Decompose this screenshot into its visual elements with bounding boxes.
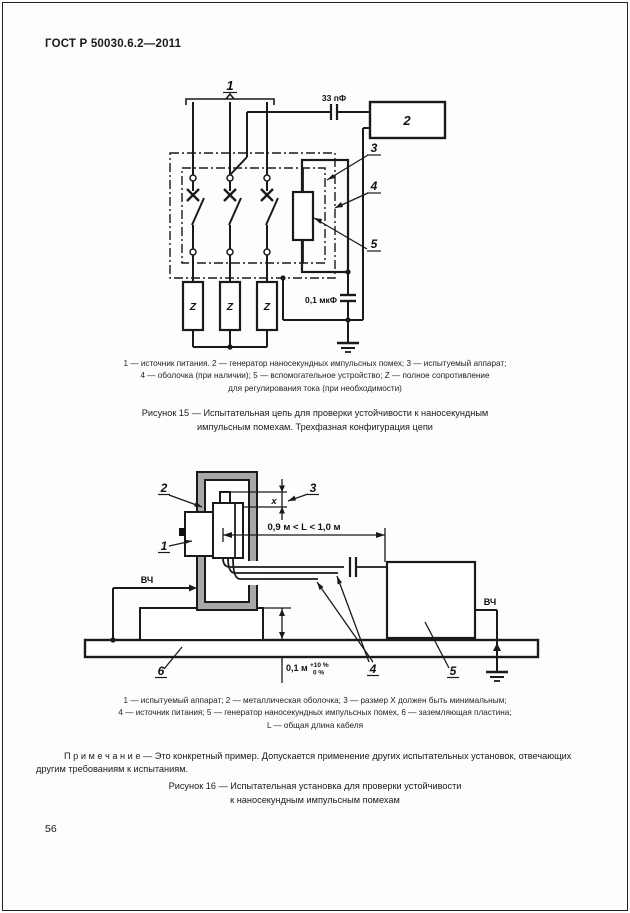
tolerance-zero: 0 % bbox=[313, 670, 324, 677]
fig15-label-1: 1 bbox=[226, 78, 233, 93]
leader-underlines bbox=[155, 493, 459, 679]
earth-symbol bbox=[486, 670, 508, 682]
dimension-height-arrows bbox=[279, 609, 285, 639]
phase-pole-middle bbox=[223, 102, 242, 282]
figure-16-diagram: x 0,9 м < L < 1,0 м ВЧ ВЧ bbox=[83, 471, 540, 683]
cable-bundle-4 bbox=[222, 557, 387, 580]
legend-line: 4 — источник питания; 5 — генератор нано… bbox=[118, 708, 512, 718]
figure15-caption: Рисунок 15 — Испытательная цепь для пров… bbox=[60, 407, 570, 434]
junction-dot bbox=[345, 269, 351, 275]
capacitor-01uf-value: 0,1 мкФ bbox=[305, 295, 337, 305]
tolerance-plus: +10 % bbox=[310, 662, 329, 669]
figure15-legend: 1 — источник питания. 2 — генератор нано… bbox=[60, 358, 570, 395]
legend-line: L — общая длина кабеля bbox=[266, 720, 364, 730]
dimension-x-arrows bbox=[279, 485, 285, 514]
legend-line: 1 — испытуемый аппарат; 2 — металлическа… bbox=[123, 696, 507, 705]
fig15-label-2: 2 bbox=[402, 113, 411, 128]
leader-arrowheads bbox=[184, 495, 342, 590]
supply-bracket bbox=[185, 91, 275, 105]
junction-dot bbox=[110, 637, 116, 643]
dimension-x-label: x bbox=[270, 496, 277, 507]
dimension-l-label: 0,9 м < L < 1,0 м bbox=[267, 522, 340, 533]
phase-pole-left bbox=[186, 102, 205, 282]
fig16-label-2: 2 bbox=[160, 481, 168, 495]
ground-branch bbox=[340, 272, 356, 343]
fig16-label-6: 6 bbox=[158, 664, 165, 678]
fig16-label-5: 5 bbox=[450, 664, 457, 678]
fig16-label-1: 1 bbox=[161, 539, 168, 553]
caption-line: импульсным помехам. Трехфазная конфигура… bbox=[197, 421, 433, 432]
fig15-label-4: 4 bbox=[370, 179, 378, 193]
hf-left-label: ВЧ bbox=[141, 575, 153, 585]
dimension-height-label: 0,1 м bbox=[286, 663, 308, 673]
caption-line: Рисунок 16 — Испытательная установка для… bbox=[168, 781, 462, 791]
page-number: 56 bbox=[45, 823, 57, 835]
z-label-2: Z bbox=[226, 301, 234, 313]
dimension-l-arrows bbox=[223, 532, 385, 538]
junction-dot bbox=[345, 317, 351, 323]
z-label-1: Z bbox=[189, 301, 197, 313]
fig16-label-3: 3 bbox=[310, 481, 317, 495]
figure-15-diagram: 1 Z Z Z bbox=[169, 78, 447, 353]
legend-line: 1 — источник питания. 2 — генератор нано… bbox=[123, 359, 507, 368]
generator-box-5 bbox=[385, 560, 477, 640]
pedestal bbox=[139, 607, 264, 641]
hf-left-wire bbox=[112, 587, 195, 640]
legend-line: для регулирования тока (при необходимост… bbox=[228, 383, 402, 393]
apparatus-box bbox=[212, 491, 244, 559]
note-paragraph: П р и м е ч а н и е — Это конкретный при… bbox=[36, 751, 572, 775]
hf-left-arrowhead bbox=[189, 584, 197, 592]
document-header: ГОСТ Р 50030.6.2—2011 bbox=[45, 38, 182, 50]
enclosure-outline-4 bbox=[169, 152, 336, 279]
junction-dot bbox=[280, 275, 286, 281]
hf-right-label: ВЧ bbox=[484, 597, 496, 607]
caption-line: Рисунок 15 — Испытательная цепь для пров… bbox=[141, 408, 489, 418]
fig15-label-5: 5 bbox=[371, 237, 378, 251]
fig15-label-3: 3 bbox=[371, 141, 378, 155]
legend-line: 4 — оболочка (при наличии); 5 — вспомога… bbox=[140, 371, 490, 381]
fig16-label-4: 4 bbox=[369, 662, 377, 676]
figure16-legend: 1 — испытуемый аппарат; 2 — металлическа… bbox=[60, 695, 570, 732]
capacitor-33pf-value: 33 пФ bbox=[322, 93, 346, 103]
leader-arrowheads bbox=[314, 174, 343, 224]
junction-dot bbox=[227, 344, 233, 350]
generator-box-2 bbox=[368, 100, 447, 140]
z-label-3: Z bbox=[263, 301, 271, 313]
generator-feed-wire bbox=[229, 104, 370, 176]
ground-symbol bbox=[337, 341, 359, 353]
ground-plate-6 bbox=[83, 638, 540, 659]
connector-square bbox=[179, 528, 186, 536]
hf-right-arrowhead bbox=[493, 643, 501, 651]
supply-box-1 bbox=[184, 511, 214, 557]
phase-pole-right bbox=[260, 102, 279, 282]
hf-right-wire bbox=[475, 609, 498, 672]
auxiliary-device-5 bbox=[291, 168, 315, 263]
figure16-caption: Рисунок 16 — Испытательная установка для… bbox=[60, 780, 570, 807]
caption-line: к наносекундным импульсным помехам bbox=[230, 794, 400, 805]
